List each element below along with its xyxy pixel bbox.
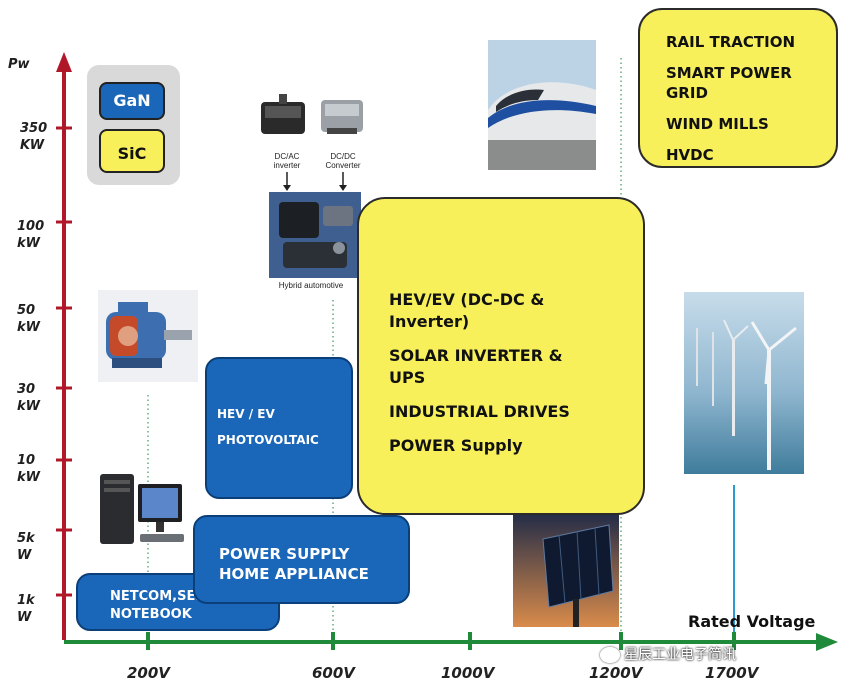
high-speed-train-image: [488, 40, 596, 170]
x-axis-title: Rated Voltage: [688, 612, 816, 631]
sic-swatch: SiC: [99, 129, 165, 173]
wind-turbine-icon: [684, 292, 804, 474]
center-applications-box: HEV/EV (DC-DC & Inverter) SOLAR INVERTER…: [357, 197, 645, 515]
wind-mills-line: WIND MILLS: [666, 115, 769, 133]
grid-line: GRID: [666, 84, 708, 102]
hybrid-caption: Hybrid automotive: [278, 281, 344, 290]
hev-ev-line: HEV / EV: [217, 407, 275, 421]
solar-panel-icon: [513, 511, 619, 627]
hvdc-line: HVDC: [666, 146, 714, 164]
solar-inverter-line: SOLAR INVERTER &: [389, 346, 563, 365]
ups-line: UPS: [389, 368, 426, 387]
dc-dc-converter-icon: [321, 100, 363, 134]
hev-photovoltaic-box: HEV / EV PHOTOVOLTAIC: [205, 357, 353, 499]
solar-panel-image: [513, 511, 619, 627]
x-axis-arrow: [816, 633, 838, 651]
notebook-line: NOTEBOOK: [110, 607, 192, 622]
gan-swatch: GaN: [99, 82, 165, 120]
center-app-text: HEV/EV (DC-DC & Inverter) SOLAR INVERTER…: [389, 289, 570, 457]
computer-icon: [100, 474, 184, 544]
material-legend: GaN SiC: [87, 65, 180, 185]
home-appliance-line: HOME APPLIANCE: [219, 565, 369, 583]
x-tick-label: 600V: [312, 664, 355, 682]
desktop-computer-image: [94, 470, 186, 552]
x-tick-label: 1000V: [441, 664, 495, 682]
motor-icon: [106, 302, 192, 368]
watermark: 星辰工业电子简讯: [600, 644, 736, 664]
inverter-line: Inverter): [389, 312, 470, 331]
hv-app-text: RAIL TRACTION SMART POWER GRID WIND MILL…: [666, 32, 795, 165]
dc-ac-inverter-icon: [261, 94, 305, 134]
arrows-down-icon: [283, 172, 347, 191]
hev-ev-dcdc-line: HEV/EV (DC-DC &: [389, 290, 545, 309]
x-tick-label: 1700V: [705, 664, 759, 682]
y-axis-title: Pw: [8, 57, 30, 72]
x-tick-label: 200V: [127, 664, 170, 682]
x-tick-label: 1200V: [589, 664, 643, 682]
engine-bay-icon: [269, 192, 361, 278]
power-supply-box: POWER SUPPLY HOME APPLIANCE: [193, 515, 410, 604]
y-axis-arrow: [56, 52, 72, 72]
photovoltaic-line: PHOTOVOLTAIC: [217, 433, 319, 447]
smart-power-line: SMART POWER: [666, 64, 792, 82]
chat-bubble-icon: [600, 647, 620, 663]
train-icon: [488, 40, 596, 170]
electric-motor-image: [98, 290, 198, 382]
power-supply-line: POWER Supply: [389, 436, 523, 455]
industrial-drives-line: INDUSTRIAL DRIVES: [389, 402, 570, 421]
power-supply-line: POWER SUPPLY: [219, 545, 350, 563]
rail-traction-line: RAIL TRACTION: [666, 33, 796, 51]
wind-turbine-image: [684, 292, 804, 474]
high-voltage-applications-box: RAIL TRACTION SMART POWER GRID WIND MILL…: [638, 8, 838, 168]
